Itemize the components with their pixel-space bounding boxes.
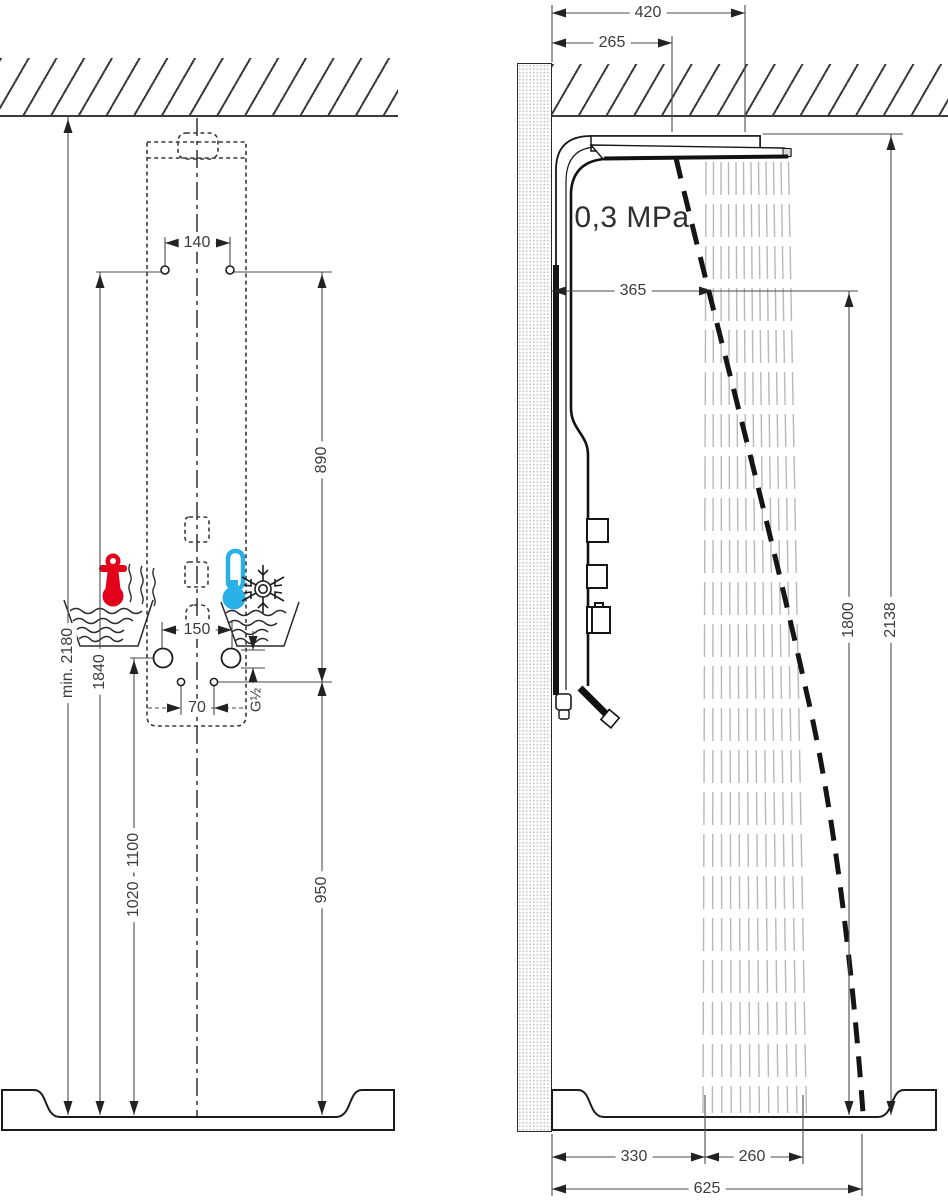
outlet-stub bbox=[555, 693, 572, 711]
ceiling-hatch-side-view bbox=[552, 64, 948, 117]
dim-label-70: 70 bbox=[183, 698, 211, 718]
dimension-arrows bbox=[63, 8, 896, 1194]
hot-connection bbox=[152, 647, 174, 669]
cold-water-icon bbox=[220, 548, 300, 647]
cold-basin bbox=[220, 601, 300, 647]
spray-pattern bbox=[702, 161, 808, 1114]
knob1-front-dashed bbox=[184, 516, 210, 543]
side-panel-profile bbox=[553, 135, 792, 729]
shower-arm-front-dashed bbox=[177, 132, 219, 160]
shower-tray-side bbox=[551, 1089, 937, 1131]
dim-label-150: 150 bbox=[178, 620, 216, 640]
dim-label-890: 890 bbox=[312, 441, 332, 479]
cold-connection bbox=[220, 647, 242, 669]
knob2-front-dashed bbox=[184, 561, 209, 588]
dim-label-thread: G½ bbox=[247, 682, 265, 718]
hot-basin bbox=[63, 599, 154, 647]
mounting-holes bbox=[152, 265, 242, 687]
panel-outline-dashed bbox=[146, 132, 247, 727]
side-view bbox=[551, 135, 937, 1131]
dim-label-265: 265 bbox=[593, 33, 631, 53]
steam-lines bbox=[128, 563, 156, 607]
ceiling-hatch-front-view bbox=[0, 58, 398, 117]
dimension-lines bbox=[67, 5, 903, 1196]
dim-label-365: 365 bbox=[614, 281, 652, 301]
dim-label-2138: 2138 bbox=[881, 597, 901, 643]
front-view bbox=[1, 118, 395, 1131]
dim-label-950: 950 bbox=[312, 871, 332, 909]
side-knobs bbox=[586, 518, 611, 634]
dim-label-420: 420 bbox=[629, 3, 667, 23]
dim-label-330: 330 bbox=[615, 1147, 653, 1167]
wall-section bbox=[517, 63, 552, 1132]
pressure-label: 0,3 MPa bbox=[574, 200, 690, 234]
hot-water-icon bbox=[63, 553, 156, 647]
cold-thermometer-icon bbox=[222, 548, 246, 610]
dim-label-1020-1100: 1020 - 1100 bbox=[124, 827, 144, 923]
hot-thermometer-icon bbox=[99, 553, 127, 607]
panel-front-face bbox=[569, 157, 605, 686]
dim-label-min-2180: min. 2180 bbox=[58, 622, 78, 704]
spray-face bbox=[603, 154, 789, 161]
dim-label-260: 260 bbox=[733, 1147, 771, 1167]
dim-label-140: 140 bbox=[178, 233, 216, 253]
dim-label-1840: 1840 bbox=[90, 649, 110, 695]
snowflake-icon bbox=[241, 565, 285, 613]
dim-label-1800: 1800 bbox=[839, 597, 859, 643]
hand-shower-holder bbox=[555, 685, 621, 729]
dim-label-625: 625 bbox=[688, 1179, 726, 1199]
shower-tray-front bbox=[1, 1089, 395, 1131]
